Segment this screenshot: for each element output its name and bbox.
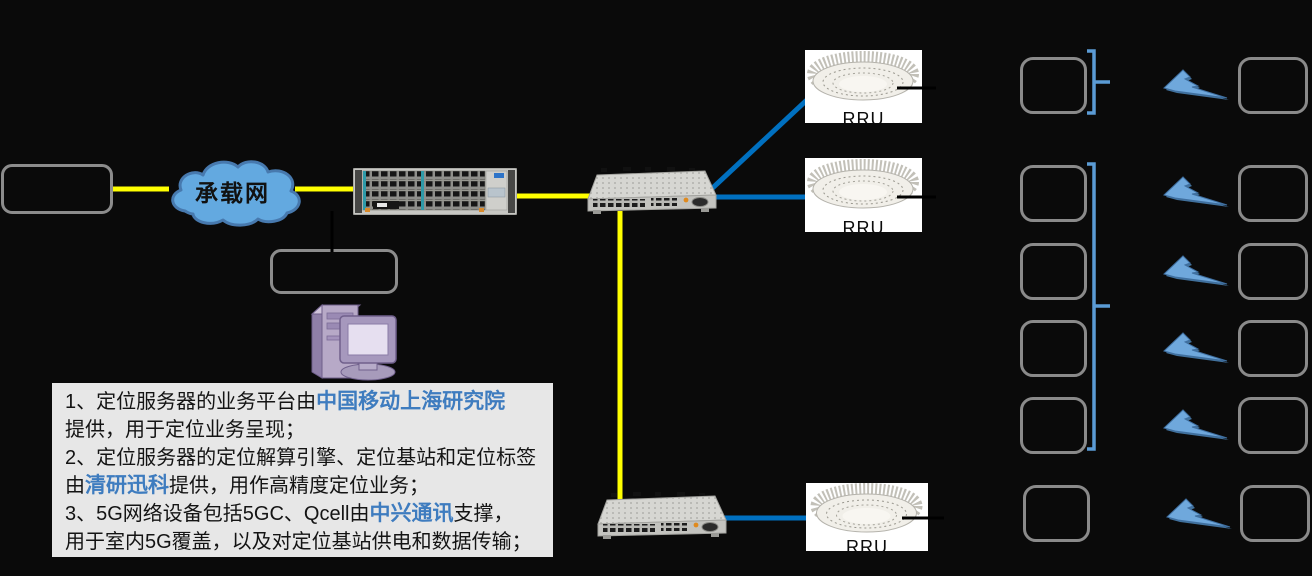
rru-unit-3: RRU [806,483,928,551]
receiver-box-5 [1238,397,1308,454]
rru-label: RRU [846,537,888,551]
lightning-bolt-icon [1166,498,1232,529]
note-line-4: 由清研迅科提供，用作高精度定位业务； [65,474,429,497]
lightning-bolt-icon [1163,332,1229,363]
brand-zte: 中兴通讯 [369,502,454,525]
tag-box-6 [1023,485,1090,542]
qcell-switch-top [587,167,717,214]
rru-label: RRU [842,109,885,123]
receiver-box-4 [1238,320,1308,377]
tag-box-3 [1020,243,1087,300]
note-line-1: 1、定位服务器的业务平台由中国移动上海研究院 [65,390,506,413]
lightning-bolt-icon [1163,176,1229,207]
note-line-2: 提供，用于定位业务呈现； [65,419,305,441]
tag-box-4 [1020,320,1087,377]
cloud-shape [171,160,301,227]
positioning-server-computer [310,303,397,381]
rru-unit-1: RRU [805,50,922,123]
notes-box: 1、定位服务器的业务平台由中国移动上海研究院 提供，用于定位业务呈现； 2、定位… [52,383,553,557]
note-line-5: 3、5G网络设备包括5GC、Qcell由中兴通讯支撑， [65,502,514,525]
receiver-box-1 [1238,57,1308,114]
bracket-group [1087,162,1110,451]
receiver-box-3 [1238,243,1308,300]
receiver-box-2 [1238,165,1308,222]
note-line-6: 用于室内5G覆盖，以及对定位基站供电和数据传输； [65,531,532,553]
core-network-box [1,164,113,214]
qcell-switch-bottom [597,492,727,539]
tag-box-2 [1020,165,1087,222]
bracket-single [1087,49,1110,115]
lightning-bolt-icon [1163,409,1229,440]
lightning-bolt-icon [1163,255,1229,286]
fiber-blue-switch-rru1 [702,82,826,198]
brand-cmcc: 中国移动上海研究院 [316,390,506,413]
lightning-bolt-icon [1163,69,1229,100]
tag-box-1 [1020,57,1087,114]
positioning-server-box [270,249,398,294]
rru-unit-2: RRU [805,158,922,232]
brand-qyxk: 清研迅科 [85,474,169,497]
receiver-box-6 [1240,485,1310,542]
rru-label: RRU [842,218,885,232]
core-rack-device [353,168,517,215]
note-line-3: 2、定位服务器的定位解算引擎、定位基站和定位标签 [65,447,537,469]
bearer-network-cloud: 承载网 [160,150,305,228]
tag-box-5 [1020,397,1087,454]
cloud-label: 承载网 [195,181,270,206]
